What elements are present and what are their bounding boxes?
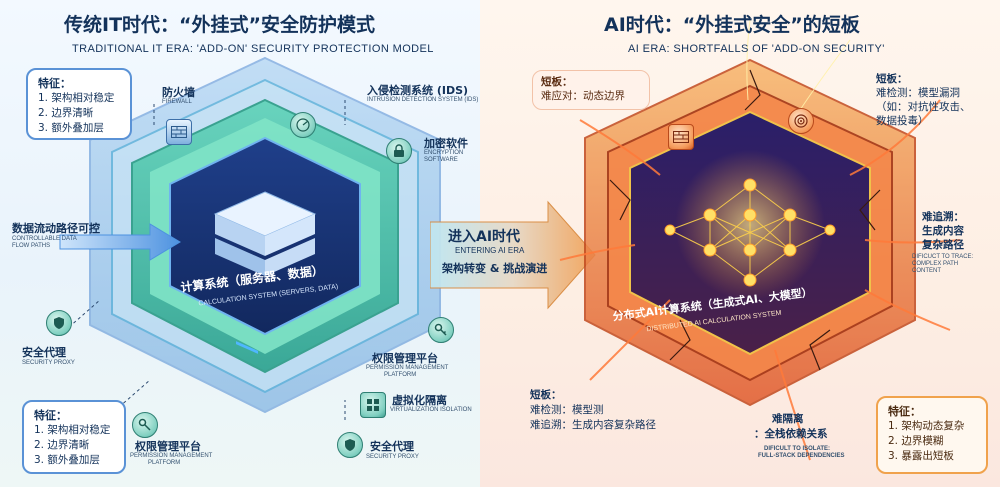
security-proxy-label: 安全代理 (22, 346, 66, 359)
shortfall-bottom: 短板： 难检测：模型测 难追溯：生成内容复杂路径 (530, 388, 656, 433)
transition-description: 架构转变 & 挑战演进 (442, 262, 548, 275)
ai-security-hexagon-diagram (559, 19, 961, 461)
trace-difficulty-en: DIFICUCT TO TRACE: COMPLEX PATH CONTENT (912, 254, 973, 275)
data-flow-arrow (59, 223, 181, 261)
shortfall-text: （如：对抗性攻击、 (876, 101, 971, 113)
security-proxy-bottom-label: 安全代理 (370, 440, 414, 453)
left-features-card-top: 特征： 1. 架构相对稳定 2. 边界清晰 3. 额外叠加层 (26, 68, 132, 140)
feature-item: 3. 额外叠加层 (38, 122, 104, 134)
security-proxy-label-en: SECURITY PROXY (22, 360, 75, 366)
dataflow-label: 数据流动路径可控 (12, 222, 100, 235)
trace-en-line: COMPLEX PATH (912, 261, 959, 267)
trace-text: 复杂路径 (922, 239, 964, 251)
permission-platform-bottom-label: 权限管理平台 (135, 440, 201, 453)
virtualization-label: 虚拟化隔离 (392, 394, 447, 407)
trace-en-line: CONTENT (912, 268, 941, 274)
feature-item: 3. 暴露出短板 (888, 450, 954, 462)
key-icon-bottom (132, 412, 158, 438)
permission-platform-label-en: PERMISSION MANAGEMENT (366, 365, 449, 371)
security-proxy-bottom-label-en: SECURITY PROXY (366, 454, 419, 460)
permission-platform-bottom-label-en-2: PLATFORM (148, 460, 181, 466)
left-subtitle: TRADITIONAL IT ERA: 'ADD-ON' SECURITY PR… (72, 43, 434, 55)
feature-item: 2. 边界模糊 (888, 435, 944, 447)
dataflow-label-en: CONTROLLABLE DATA (12, 236, 77, 242)
permission-platform-label-en-2: PLATFORM (384, 372, 417, 378)
dataflow-label-en-2: FLOW PATHS (12, 243, 51, 249)
key-icon (428, 317, 454, 343)
trace-text: 生成内容 (922, 225, 964, 237)
shortfall-text: 数据投毒） (876, 115, 929, 127)
shortfall-label: 短板： (530, 389, 562, 401)
shortfall-text: 难追溯：生成内容复杂路径 (530, 419, 656, 431)
isolation-en-line: DIFICULT TO ISOLATE: (764, 446, 830, 452)
transition-title: 进入AI时代 (448, 229, 521, 245)
firewall-icon-broken (668, 124, 694, 150)
shortfall-dynamic-boundary: 短板： 难应对：动态边界 (532, 70, 650, 110)
encryption-label-en-2: SOFTWARE (424, 157, 458, 163)
shortfall-text: 难检测：模型漏洞 (876, 87, 960, 99)
lock-icon (386, 138, 412, 164)
trace-difficulty: 难追溯： 生成内容 复杂路径 (922, 210, 964, 252)
shortfall-label: 短板： (541, 76, 573, 88)
feature-item: 1. 架构相对稳定 (38, 92, 115, 104)
ids-label: 入侵检测系统 (IDS) (367, 84, 469, 97)
transition-subtitle-en: ENTERING AI ERA (455, 246, 525, 255)
feature-item: 1. 架构动态复杂 (888, 420, 965, 432)
permission-platform-label: 权限管理平台 (372, 352, 438, 365)
left-title: 传统IT时代：“外挂式”安全防护模式 (64, 14, 376, 36)
traditional-security-hexagon-diagram (59, 56, 441, 420)
feature-item: 2. 边界清晰 (38, 107, 94, 119)
target-icon (788, 108, 814, 134)
firewall-label-en: FIREWALL (162, 99, 192, 105)
feature-item: 2. 边界清晰 (34, 439, 90, 451)
trace-en-line: DIFICUCT TO TRACE: (912, 254, 974, 260)
shortfall-text: 难应对：动态边界 (541, 90, 625, 102)
encryption-label: 加密软件 (424, 137, 468, 150)
shortfall-text: 难检测：模型测 (530, 404, 604, 416)
isolation-difficulty-en: DIFICULT TO ISOLATE: FULL-STACK DEPENDEN… (758, 446, 845, 460)
trace-label: 难追溯： (922, 211, 964, 223)
isolation-difficulty: 难隔离 ：全栈依赖关系 (754, 412, 828, 442)
feature-item: 3. 额外叠加层 (34, 454, 100, 466)
encryption-label-en: ENCRYPTION (424, 150, 464, 156)
radar-icon (290, 112, 316, 138)
virtualization-icon (360, 392, 386, 418)
feature-item: 1. 架构相对稳定 (34, 424, 111, 436)
right-title: AI时代：“外挂式安全”的短板 (604, 14, 860, 36)
ids-label-en: INTRUSION DETECTION SYSTEM (IDS) (367, 97, 479, 103)
isolation-en-line: FULL-STACK DEPENDENCIES (758, 453, 845, 459)
virtualization-label-en: VIRTUALIZATION ISOLATION (390, 407, 472, 413)
right-features-card: 特征： 1. 架构动态复杂 2. 边界模糊 3. 暴露出短板 (876, 396, 988, 474)
shortfall-label: 短板： (876, 73, 908, 85)
permission-platform-bottom-label-en: PERMISSION MANAGEMENT (130, 453, 213, 459)
transition-arrow (430, 200, 596, 310)
features-title: 特征： (888, 405, 921, 418)
shield-icon-bottom (337, 432, 363, 458)
server-stack-icon (213, 191, 317, 354)
firewall-icon (166, 119, 192, 145)
shortfall-model-vulnerability: 短板： 难检测：模型漏洞 （如：对抗性攻击、 数据投毒） (876, 72, 971, 128)
features-title: 特征： (34, 409, 67, 422)
isolation-text: ：全栈依赖关系 (754, 428, 828, 440)
shield-icon (46, 310, 72, 336)
left-features-card-bottom: 特征： 1. 架构相对稳定 2. 边界清晰 3. 额外叠加层 (22, 400, 126, 474)
features-title: 特征： (38, 77, 71, 90)
isolation-label: 难隔离 (772, 413, 804, 425)
right-subtitle: AI ERA: SHORTFALLS OF 'ADD-ON SECURITY' (628, 43, 885, 55)
firewall-label: 防火墙 (162, 86, 195, 99)
